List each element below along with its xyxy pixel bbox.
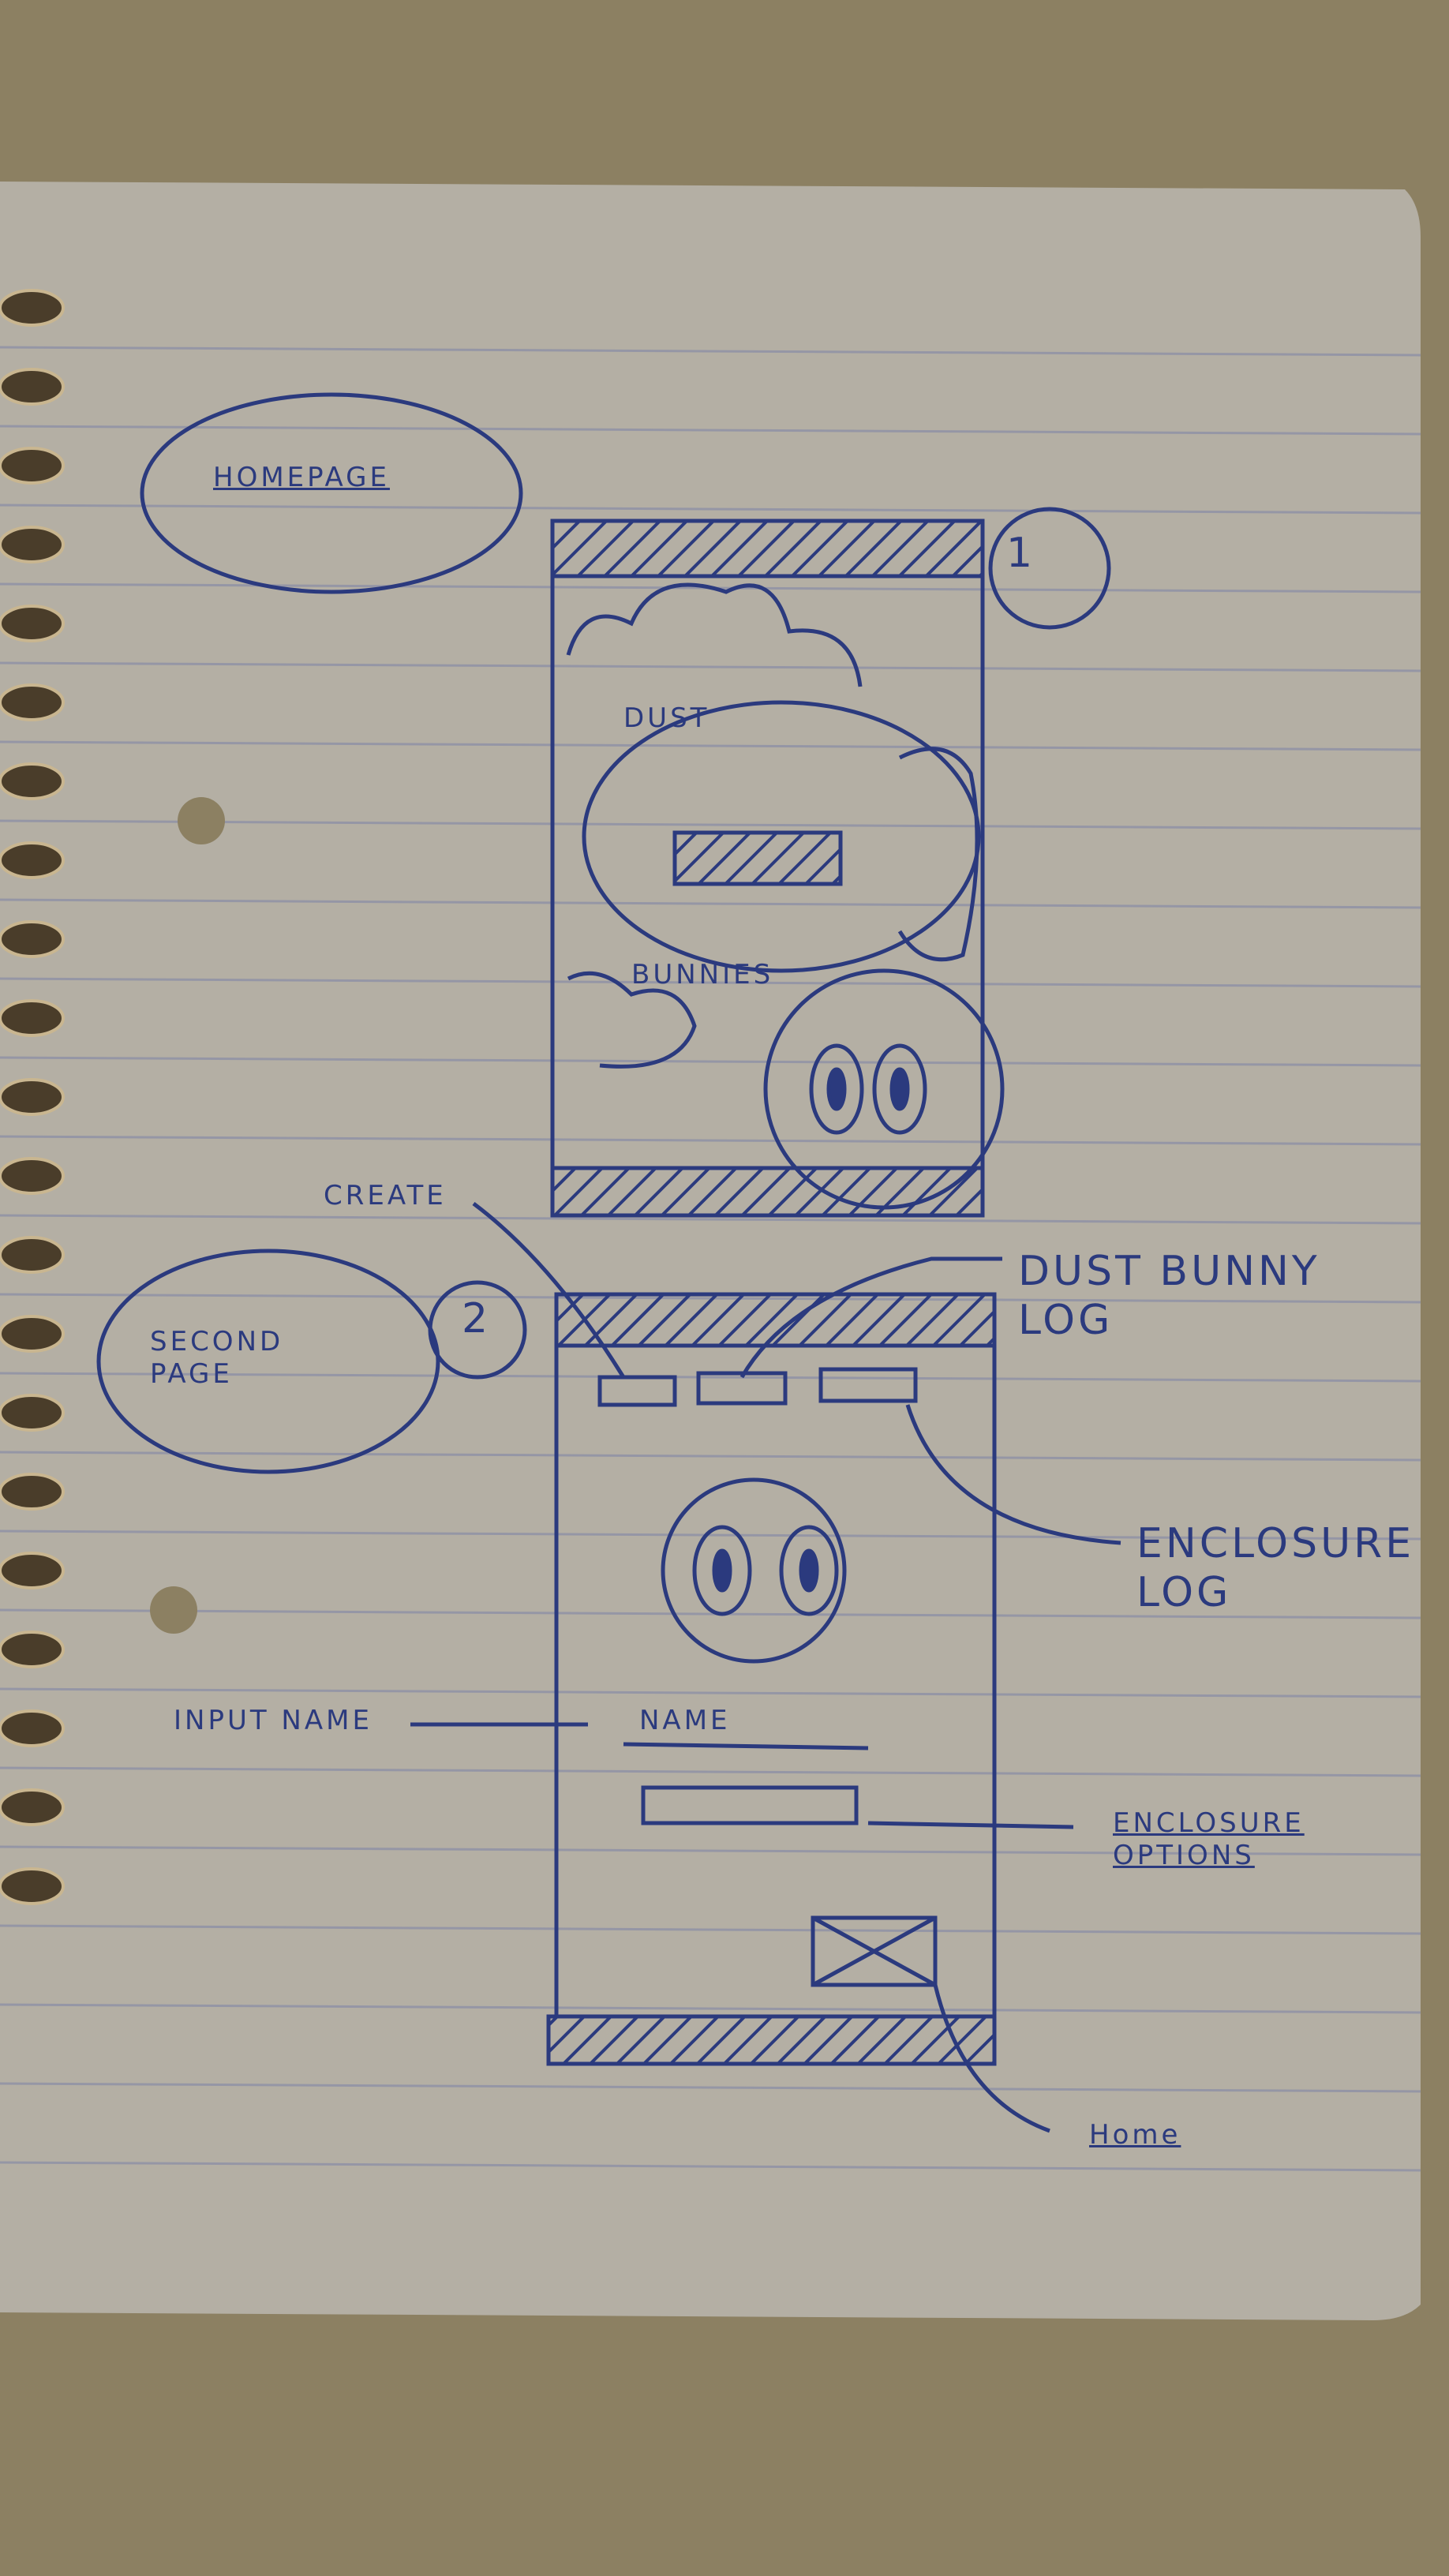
dust-bunny-log-label: Dust Bunny Log xyxy=(1018,1248,1320,1345)
mascot-face xyxy=(763,968,1005,1210)
home-button xyxy=(811,1915,938,1987)
page-number-2: 2 xyxy=(462,1295,492,1342)
footer-bar xyxy=(546,2014,997,2066)
enclosure-options-label: ENCLOSURE OPTIONS xyxy=(1113,1807,1305,1871)
enclosure-log-button xyxy=(818,1367,918,1403)
footer-bar xyxy=(550,1166,985,1218)
create-button xyxy=(597,1375,677,1407)
header-bar xyxy=(550,519,985,578)
homepage-title: HOMEPAGE xyxy=(213,462,390,493)
second-page-title: SECOND PAGE xyxy=(150,1326,284,1390)
center-button xyxy=(672,830,843,886)
arrow xyxy=(867,1821,1074,1829)
enclosure-dropdown xyxy=(641,1785,859,1825)
punch-hole xyxy=(150,1586,197,1634)
name-underline xyxy=(623,1742,869,1750)
homepage-wireframe xyxy=(550,519,1005,1218)
second-page-wireframe xyxy=(410,1202,1121,2133)
page-number-circle xyxy=(988,507,1111,630)
cloud-shape xyxy=(566,582,863,687)
arrow xyxy=(472,1202,626,1379)
name-field-label: NAME xyxy=(639,1705,731,1736)
input-name-label: INPUT NAME xyxy=(174,1705,373,1736)
title-circle xyxy=(140,392,523,594)
notebook-paper xyxy=(0,182,1421,2320)
spiral-rings xyxy=(0,289,65,1905)
arrow xyxy=(739,1256,1002,1379)
cloud-shape xyxy=(567,971,697,1069)
header-bar xyxy=(554,1292,997,1348)
punch-hole xyxy=(178,797,225,844)
bunnies-text: Bunnies xyxy=(631,959,774,990)
create-label: CREATE xyxy=(324,1180,447,1211)
home-label: Home xyxy=(1089,2119,1181,2151)
arrow xyxy=(905,1404,1121,1545)
title-circle xyxy=(96,1249,440,1474)
dust-text: Dust xyxy=(623,702,710,734)
mascot-face xyxy=(661,1477,847,1664)
dust-bunny-log-button xyxy=(696,1371,788,1406)
enclosure-log-label: Enclosure Log xyxy=(1136,1520,1415,1617)
arrow xyxy=(933,1984,1050,2133)
page-number-1: 1 xyxy=(1006,530,1036,577)
